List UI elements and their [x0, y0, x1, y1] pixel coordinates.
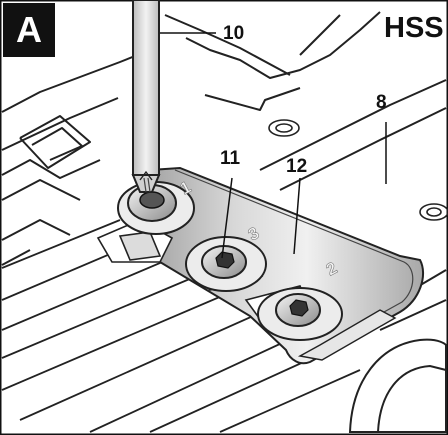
screw-3: [257, 287, 343, 341]
clamping-bar: [131, 166, 425, 365]
handle-base: [348, 338, 447, 433]
screw-2: [185, 236, 267, 292]
screw-1: [117, 181, 195, 235]
leader-11: [221, 177, 233, 259]
leader-12: [293, 177, 301, 255]
torx-screwdriver: [131, 0, 161, 193]
blade-type-label: HSS: [384, 12, 444, 44]
housing-holes: [268, 119, 448, 221]
panel-letter: A: [3, 3, 55, 57]
callout-leaders: [160, 32, 387, 259]
callout-12: 12: [286, 156, 308, 177]
callout-11: 11: [220, 148, 241, 169]
callout-10: 10: [223, 23, 245, 44]
callout-8: 8: [376, 92, 387, 113]
